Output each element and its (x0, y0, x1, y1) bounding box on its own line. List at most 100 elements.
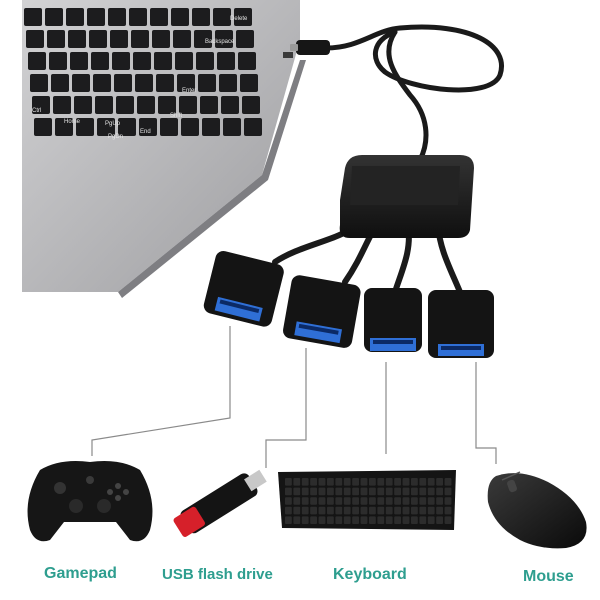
keyboard-key (377, 506, 385, 515)
keyboard-key (327, 478, 334, 486)
keyboard-key (318, 497, 326, 505)
keyboard-key (394, 478, 401, 486)
key-enter-label: Enter (182, 88, 196, 94)
key-delete-label: Delete (230, 16, 248, 22)
keyboard-key (301, 497, 309, 505)
keyboard-key (310, 497, 317, 505)
laptop-key (171, 8, 189, 26)
keyboard-key (360, 506, 368, 515)
laptop-key (131, 30, 149, 48)
laptop-key-legends: Backspace Enter Shift Ctrl Home PgUp PgD… (32, 16, 248, 140)
keyboard-key (436, 506, 443, 515)
keyboard-key (419, 487, 427, 496)
laptop-key (158, 96, 176, 114)
keyboard-key (402, 487, 410, 496)
laptop-key (238, 52, 256, 70)
keyboard-key (394, 497, 401, 505)
keyboard-key (285, 497, 292, 505)
laptop-key (129, 8, 147, 26)
keyboard-key (293, 478, 301, 486)
laptop-key (215, 30, 233, 48)
laptop-key (173, 30, 191, 48)
laptop-key (49, 52, 67, 70)
keyboard-key (411, 487, 418, 496)
laptop-key (156, 74, 174, 92)
keyboard-key (310, 478, 317, 486)
keyboard-key (310, 487, 317, 496)
keyboard-key (402, 516, 410, 524)
keyboard-key (318, 478, 326, 486)
keyboard-key (293, 497, 301, 505)
keyboard-key (369, 506, 376, 515)
laptop-key (242, 96, 260, 114)
laptop-key (234, 8, 252, 26)
laptop-usb-c-port (283, 52, 293, 58)
laptop-key (114, 74, 132, 92)
keyboard-key (343, 497, 351, 505)
keyboard-key (377, 487, 385, 496)
mouse-label: Mouse (523, 568, 574, 585)
keyboard-key (285, 516, 292, 524)
keyboard-key (301, 487, 309, 496)
key-backspace-label: Backspace (205, 39, 235, 45)
keyboard-key (352, 516, 359, 524)
laptop-key (110, 30, 128, 48)
laptop-key (112, 52, 130, 70)
keyboard-key (427, 506, 435, 515)
usb-flash-drive-icon (173, 469, 267, 537)
keyboard-key (301, 506, 309, 515)
keyboard-key (343, 487, 351, 496)
keyboard-key (385, 506, 393, 515)
keyboard-key (327, 506, 334, 515)
laptop-key (76, 118, 94, 136)
keyboard-key (360, 487, 368, 496)
laptop-key (194, 30, 212, 48)
laptop-key (135, 74, 153, 92)
keyboard-key (419, 516, 427, 524)
keyboard-key (369, 487, 376, 496)
laptop-key (30, 74, 48, 92)
keyboard-key (444, 478, 452, 486)
keyboard-key (385, 516, 393, 524)
keyboard-key (444, 487, 452, 496)
laptop-key (221, 96, 239, 114)
laptop-key (108, 8, 126, 26)
usb-port-2 (283, 275, 361, 348)
keyboard-key (335, 506, 343, 515)
keyboard-key (293, 506, 301, 515)
usb-port-1 (203, 250, 284, 327)
keyboard-key (436, 497, 443, 505)
keyboard-key (436, 516, 443, 524)
laptop-key (70, 52, 88, 70)
gamepad-label: Gamepad (44, 565, 117, 582)
laptop-key (137, 96, 155, 114)
keyboard-key (419, 497, 427, 505)
keyboard-key (335, 478, 343, 486)
laptop-key (28, 52, 46, 70)
keyboard-key (360, 478, 368, 486)
laptop-key (91, 52, 109, 70)
keyboard-key (419, 478, 427, 486)
laptop-key (198, 74, 216, 92)
laptop-key (68, 30, 86, 48)
laptop-key (95, 96, 113, 114)
laptop-key (53, 96, 71, 114)
leader-lines (91, 326, 497, 468)
keyboard-key (318, 487, 326, 496)
keyboard-key (301, 478, 309, 486)
laptop-key (116, 96, 134, 114)
keyboard-key (377, 516, 385, 524)
main-cable-down (386, 29, 429, 163)
keyboard-key (327, 497, 334, 505)
laptop-key (202, 118, 220, 136)
laptop-key (213, 8, 231, 26)
keyboard-key (318, 516, 326, 524)
laptop-key (175, 52, 193, 70)
laptop-key (45, 8, 63, 26)
keyboard-key (369, 516, 376, 524)
laptop-key (26, 30, 44, 48)
laptop-key (72, 74, 90, 92)
main-cable (323, 24, 504, 93)
mouse-icon (487, 471, 587, 549)
